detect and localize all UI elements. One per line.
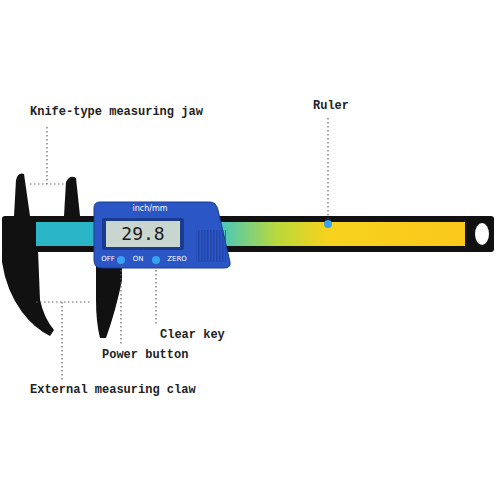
part-label: Ruler bbox=[313, 100, 349, 113]
part-label: Knife-type measuring jaw bbox=[30, 106, 203, 119]
part-label: Power button bbox=[102, 349, 188, 362]
button-label: ZERO bbox=[167, 256, 187, 264]
slider-body bbox=[94, 202, 230, 268]
ruler-scale bbox=[215, 222, 465, 246]
ruler-dot bbox=[324, 220, 332, 228]
button-label: ON bbox=[133, 256, 144, 264]
part-label: External measuring claw bbox=[30, 384, 196, 397]
part-label: Clear key bbox=[160, 329, 225, 342]
button-label: OFF bbox=[101, 256, 115, 264]
beam-frame bbox=[2, 216, 494, 252]
lcd-frame bbox=[102, 218, 184, 250]
fixed-knife-jaw bbox=[14, 174, 30, 216]
leader-lines bbox=[30, 118, 328, 380]
moving-knife-jaw bbox=[64, 177, 80, 216]
beam-inset bbox=[36, 222, 98, 246]
end-hole bbox=[475, 223, 489, 245]
fixed-external-jaw bbox=[2, 250, 54, 336]
power-button bbox=[117, 256, 125, 264]
zero-button bbox=[152, 256, 160, 264]
lcd-screen bbox=[106, 221, 180, 247]
display-reading: 29.8 bbox=[121, 224, 164, 244]
thumb-grip bbox=[196, 230, 226, 262]
unit-label: inch/mm bbox=[132, 205, 167, 214]
